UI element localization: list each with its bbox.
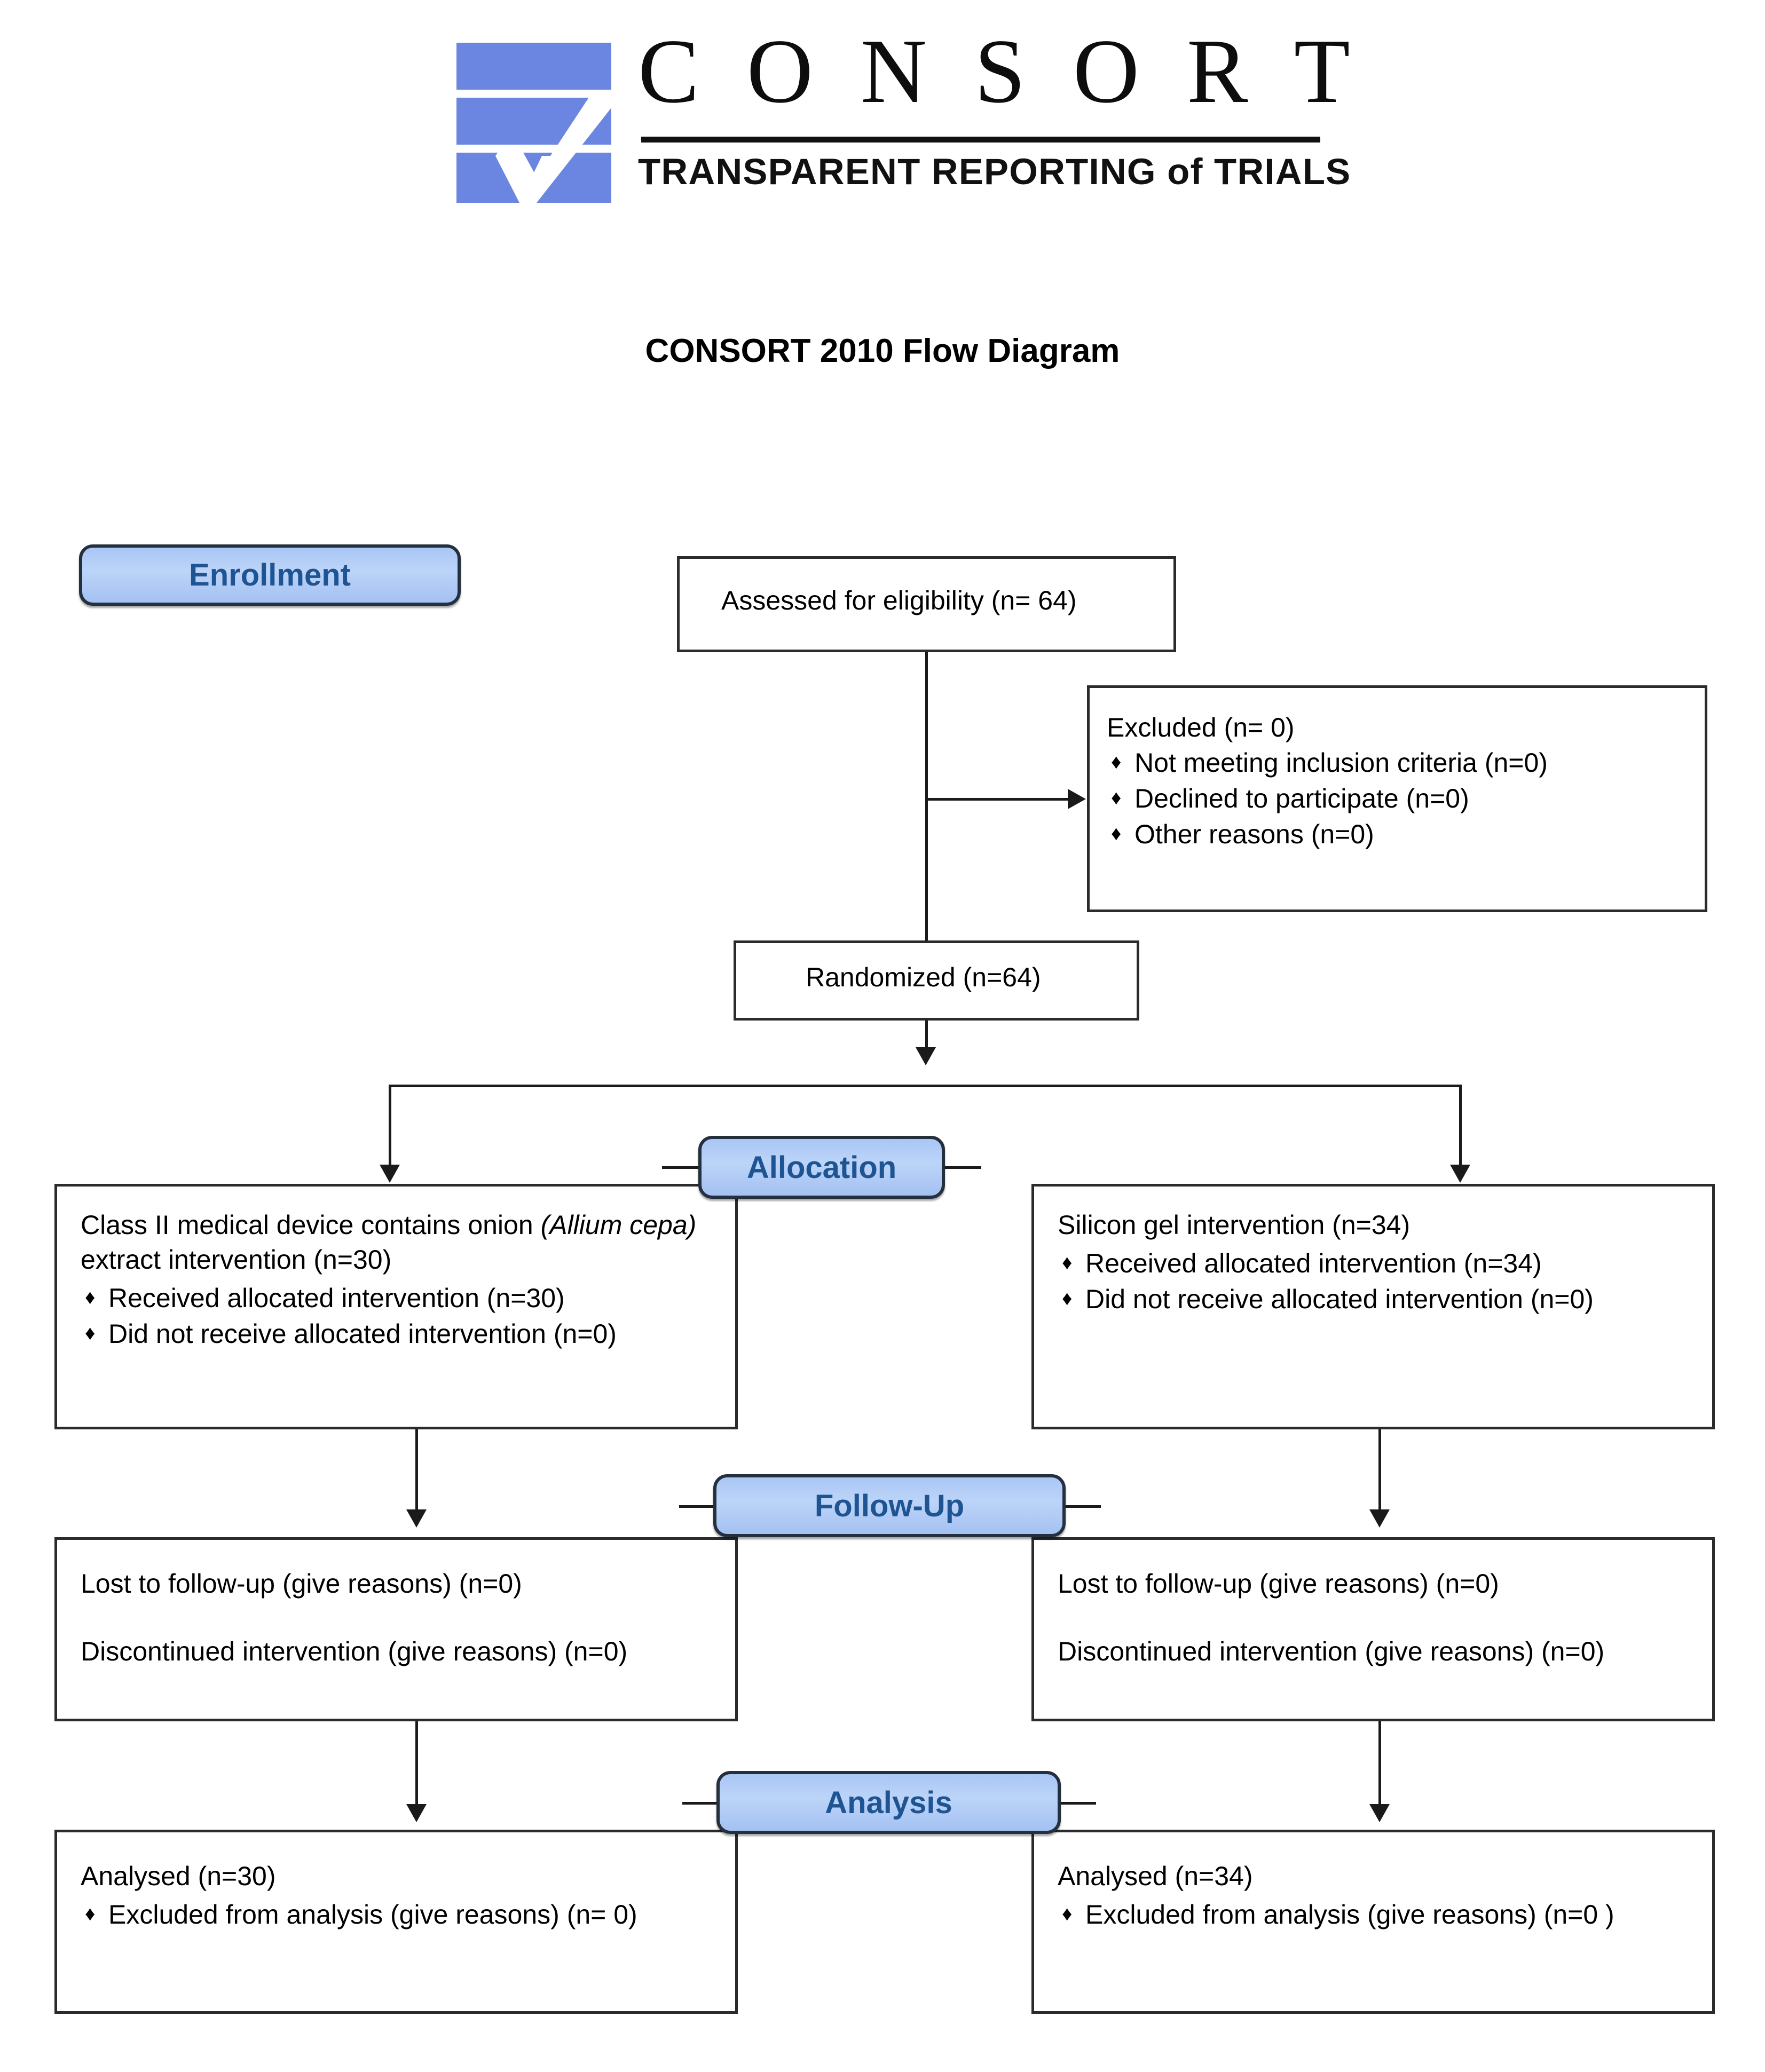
connector-badge-followup-left bbox=[679, 1505, 716, 1508]
arrow-randomized-split-icon bbox=[916, 1047, 936, 1065]
page-title: CONSORT 2010 Flow Diagram bbox=[645, 333, 1120, 369]
assessed-text: Assessed for eligibility (n= 64) bbox=[721, 586, 1077, 615]
arrow-to-alloc-right-icon bbox=[1450, 1165, 1470, 1183]
alloc-left-lead: Class II medical device contains onion (… bbox=[81, 1208, 723, 1277]
stage-badge-enrollment: Enrollment bbox=[79, 544, 461, 606]
connector-split-left-drop bbox=[389, 1085, 391, 1170]
excluded-bullet-3: Other reasons (n=0) bbox=[1107, 817, 1696, 852]
alloc-left-lead-italic: (Allium cepa) bbox=[540, 1210, 697, 1240]
alloc-left-bullet-2: Did not receive allocated intervention (… bbox=[81, 1316, 723, 1352]
followup-right-line-2: Discontinued intervention (give reasons)… bbox=[1058, 1636, 1605, 1666]
alloc-left-bullet-1: Received allocated intervention (n=30) bbox=[81, 1280, 723, 1316]
consort-wordmark-text: C O N S O R T bbox=[638, 21, 1362, 122]
arrow-analysis-right-icon bbox=[1369, 1804, 1390, 1822]
box-followup-right: Lost to follow-up (give reasons) (n=0) D… bbox=[1031, 1537, 1715, 1721]
connector-badge-analysis-left bbox=[682, 1802, 720, 1805]
stage-badge-analysis: Analysis bbox=[716, 1771, 1061, 1834]
box-randomized: Randomized (n=64) bbox=[734, 940, 1139, 1021]
consort-wordmark: C O N S O R T TRANSPARENT REPORTING of T… bbox=[638, 22, 1351, 208]
analysis-right-bullet-1: Excluded from analysis (give reasons) (n… bbox=[1058, 1897, 1700, 1933]
connector-allocation-split bbox=[389, 1085, 1462, 1087]
connector-badge-allocation-left bbox=[662, 1166, 700, 1169]
arrow-followup-left-icon bbox=[406, 1509, 427, 1528]
arrow-to-alloc-left-icon bbox=[380, 1165, 400, 1183]
connector-badge-analysis-right bbox=[1059, 1802, 1096, 1805]
alloc-right-lead: Silicon gel intervention (n=34) bbox=[1058, 1210, 1411, 1240]
connector-badge-allocation-right bbox=[943, 1166, 981, 1169]
excluded-bullet-2: Declined to participate (n=0) bbox=[1107, 781, 1696, 817]
analysis-right-heading: Analysed (n=34) bbox=[1058, 1861, 1253, 1891]
arrow-followup-right-icon bbox=[1369, 1509, 1390, 1528]
analysis-left-bullet-1: Excluded from analysis (give reasons) (n… bbox=[81, 1897, 723, 1933]
connector-badge-followup-right bbox=[1063, 1505, 1101, 1508]
arrow-analysis-left-icon bbox=[406, 1804, 427, 1822]
connector-to-excluded bbox=[925, 798, 1075, 801]
connector-alloc-left-to-followup bbox=[415, 1429, 418, 1515]
randomized-text: Randomized (n=64) bbox=[806, 962, 1041, 992]
connector-assessed-to-randomized bbox=[925, 652, 928, 940]
followup-left-line-2: Discontinued intervention (give reasons)… bbox=[81, 1636, 628, 1666]
connector-alloc-right-to-followup bbox=[1378, 1429, 1381, 1515]
logo-bar-top bbox=[456, 43, 611, 90]
box-analysis-left: Analysed (n=30) Excluded from analysis (… bbox=[54, 1830, 738, 2014]
box-excluded: Excluded (n= 0) Not meeting inclusion cr… bbox=[1087, 685, 1707, 912]
followup-right-line-1: Lost to follow-up (give reasons) (n=0) bbox=[1058, 1569, 1499, 1599]
excluded-heading: Excluded (n= 0) bbox=[1107, 713, 1295, 742]
box-assessed-for-eligibility: Assessed for eligibility (n= 64) bbox=[677, 556, 1176, 652]
box-allocation-right: Silicon gel intervention (n=34) Received… bbox=[1031, 1184, 1715, 1429]
connector-followup-right-to-analysis bbox=[1378, 1721, 1381, 1809]
logo-divider-rule bbox=[641, 137, 1320, 143]
connector-followup-left-to-analysis bbox=[415, 1721, 418, 1809]
analysis-left-heading: Analysed (n=30) bbox=[81, 1861, 276, 1891]
alloc-left-lead-post: extract intervention (n=30) bbox=[81, 1210, 704, 1275]
excluded-bullet-1: Not meeting inclusion criteria (n=0) bbox=[1107, 745, 1696, 781]
consort-logo-mark-icon bbox=[456, 43, 611, 203]
box-allocation-left: Class II medical device contains onion (… bbox=[54, 1184, 738, 1429]
arrow-to-excluded-icon bbox=[1068, 789, 1086, 809]
connector-randomized-down bbox=[925, 1021, 928, 1053]
alloc-right-bullet-2: Did not receive allocated intervention (… bbox=[1058, 1282, 1700, 1317]
checkmark-icon bbox=[495, 93, 611, 203]
consort-tagline: TRANSPARENT REPORTING of TRIALS bbox=[638, 151, 1351, 192]
connector-split-right-drop bbox=[1459, 1085, 1462, 1170]
box-analysis-right: Analysed (n=34) Excluded from analysis (… bbox=[1031, 1830, 1715, 2014]
alloc-right-bullet-1: Received allocated intervention (n=34) bbox=[1058, 1246, 1700, 1282]
followup-left-line-1: Lost to follow-up (give reasons) (n=0) bbox=[81, 1569, 522, 1599]
stage-badge-followup: Follow-Up bbox=[713, 1474, 1066, 1537]
consort-logo: C O N S O R T TRANSPARENT REPORTING of T… bbox=[456, 22, 1351, 208]
alloc-left-lead-pre: Class II medical device contains onion bbox=[81, 1210, 541, 1240]
stage-badge-allocation: Allocation bbox=[698, 1136, 945, 1199]
box-followup-left: Lost to follow-up (give reasons) (n=0) D… bbox=[54, 1537, 738, 1721]
